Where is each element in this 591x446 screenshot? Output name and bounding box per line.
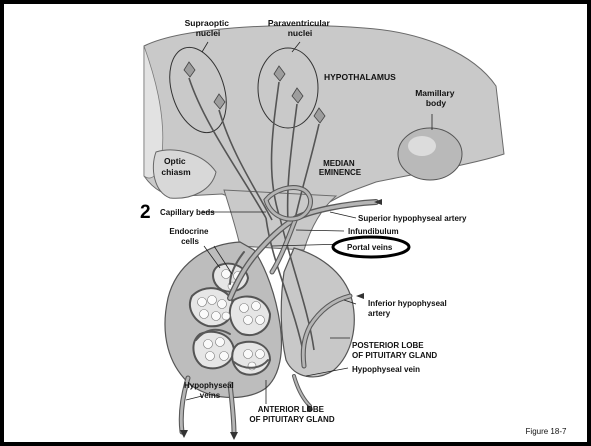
label-median-eminence: MEDIAN EMINENCE <box>319 159 362 177</box>
label-hypothalamus: HYPOTHALAMUS <box>324 72 396 82</box>
label-optic-chiasm: Optic chiasm <box>161 156 191 177</box>
step-number-2: 2 <box>140 202 151 223</box>
label-infundibulum: Infundibulum <box>348 227 399 236</box>
slide: Supraoptic nuclei Paraventricular nuclei… <box>4 4 587 442</box>
label-hypophyseal-vein: Hypophyseal vein <box>352 365 420 374</box>
pituitary-portal-diagram: Supraoptic nuclei Paraventricular nuclei… <box>4 4 587 442</box>
label-inferior-hypophyseal-artery: Inferior hypophyseal artery <box>368 299 449 318</box>
figure-caption: Figure 18-7 <box>526 427 567 436</box>
label-endocrine-cells: Endocrine cells <box>169 227 210 246</box>
label-posterior-lobe: POSTERIOR LOBE OF PITUITARY GLAND <box>352 341 437 360</box>
label-capillary-beds: Capillary beds <box>160 208 215 217</box>
label-superior-hypophyseal-artery: Superior hypophyseal artery <box>358 214 467 223</box>
label-portal-veins: Portal veins <box>347 243 393 252</box>
mamillary-highlight <box>408 136 436 156</box>
label-anterior-lobe: ANTERIOR LOBE OF PITUITARY GLAND <box>249 405 334 424</box>
